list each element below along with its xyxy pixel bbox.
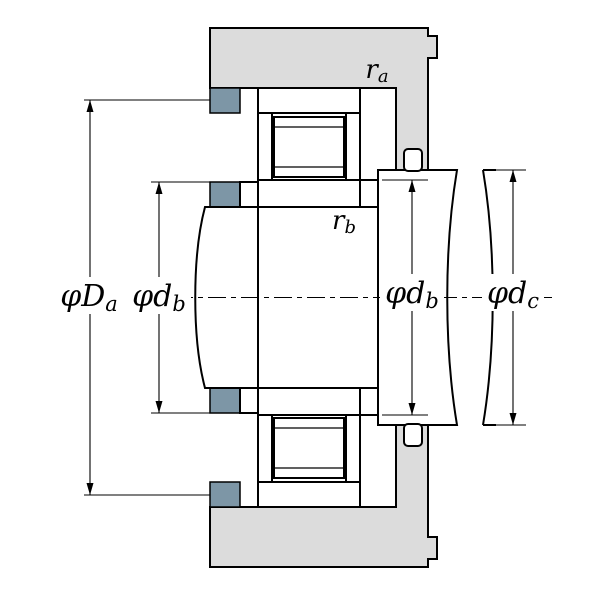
inner-ring-top: [257, 179, 361, 208]
arrow-dc-up: [509, 170, 517, 182]
label-shaft-abutment-diameter-left: φdb: [132, 279, 186, 317]
roller-bottom: [273, 417, 345, 479]
label-ra-main: r: [365, 55, 379, 85]
housing-seat-ring-top: [209, 87, 241, 114]
roller-top: [273, 116, 345, 178]
label-Da-main: φD: [60, 279, 105, 314]
label-db-right-main: φd: [385, 276, 425, 311]
label-Da-sub: a: [105, 292, 118, 316]
outer-ring-rib-right-bottom: [345, 414, 361, 483]
label-dc-main: φd: [487, 276, 527, 311]
snap-ring-bottom: [403, 423, 423, 447]
label-dc-sub: c: [527, 289, 539, 313]
loose-rib-collar-top: [359, 179, 379, 208]
housing-seat-ring-bottom: [209, 481, 241, 508]
bearing-top-half: [257, 87, 379, 208]
inner-ring-bottom: [257, 387, 361, 416]
label-housing-abutment-diameter: φDa: [60, 279, 118, 317]
shaft-shoulder-ring-top: [209, 181, 241, 208]
label-shaft-shoulder-diameter: φdc: [487, 276, 539, 314]
loose-rib-collar-bottom: [359, 387, 379, 416]
label-ra-sub: a: [378, 66, 389, 87]
label-db-left-sub: b: [172, 292, 185, 316]
shaft-shoulder-bottom: [239, 387, 259, 414]
label-db-right-sub: b: [425, 289, 438, 313]
arrow-db-left-down: [155, 401, 163, 413]
arrow-db-left-up: [155, 182, 163, 194]
mask-dc: [482, 274, 544, 311]
shaft-shoulder-ring-bottom: [209, 387, 241, 414]
seat-rings: [209, 87, 259, 508]
label-shaft-fillet-radius: rb: [332, 206, 356, 238]
label-housing-fillet-radius: ra: [365, 55, 388, 87]
dimension-arrows: [86, 100, 517, 495]
label-rb-sub: b: [344, 217, 356, 238]
arrow-db-right-down: [408, 403, 416, 415]
label-rb-main: r: [332, 206, 346, 236]
arrow-db-right-up: [408, 180, 416, 192]
shaft-left-section: [194, 206, 259, 389]
extension-lines: [84, 99, 526, 496]
arrow-Da-down: [86, 483, 94, 495]
outer-ring-rib-left-bottom: [257, 414, 273, 483]
bearing-bottom-half: [257, 387, 379, 508]
snap-ring-top: [403, 148, 423, 172]
shaft-shoulder-top: [239, 181, 259, 208]
mask-db-left: [127, 277, 191, 314]
label-shaft-abutment-diameter-right: φdb: [385, 276, 439, 314]
mask-db-right: [380, 274, 444, 311]
label-db-left-main: φd: [132, 279, 172, 314]
arrow-Da-up: [86, 100, 94, 112]
outer-ring-bottom: [257, 481, 361, 508]
arrow-dc-down: [509, 413, 517, 425]
outer-ring-rib-right-top: [345, 112, 361, 181]
outer-ring-top: [257, 87, 361, 114]
outer-ring-rib-left-top: [257, 112, 273, 181]
mask-Da: [55, 277, 123, 314]
